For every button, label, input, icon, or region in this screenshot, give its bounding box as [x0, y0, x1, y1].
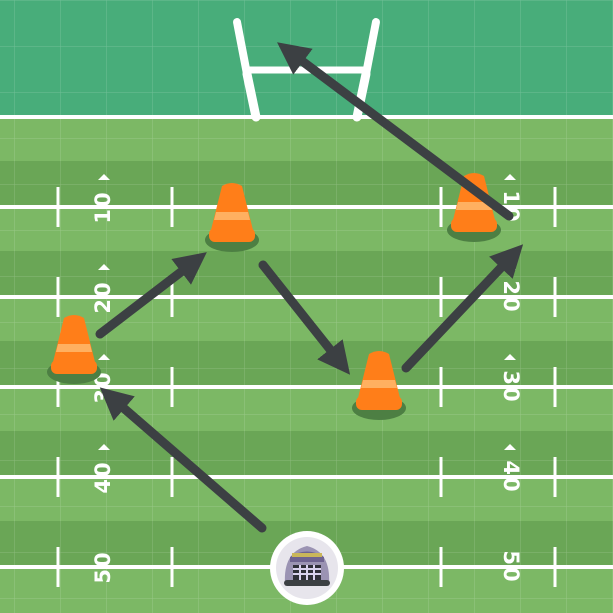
route-arrows [95, 42, 524, 533]
route-arrow-2 [95, 252, 207, 339]
cone-2[interactable] [205, 183, 259, 252]
cone-1[interactable] [47, 315, 101, 384]
hash-marks [56, 187, 557, 587]
right-yard-number-20: 20 [499, 280, 523, 313]
left-yard-number-10: 10 [91, 190, 115, 223]
left-yard-number-40: 40 [91, 460, 115, 493]
route-arrow-1 [99, 387, 267, 533]
cone-3[interactable] [352, 351, 406, 420]
right-yard-numbers: 10 20 30 40 50 [499, 190, 523, 583]
route-arrow-4 [401, 244, 524, 373]
right-yard-number-50: 50 [499, 550, 523, 583]
football-helmet-icon [284, 546, 330, 586]
route-arrow-5 [277, 42, 514, 221]
player-token[interactable] [270, 531, 344, 605]
route-arrow-3 [258, 260, 351, 375]
left-yard-number-50: 50 [91, 550, 115, 583]
left-yard-number-20: 20 [91, 280, 115, 313]
right-yard-number-30: 30 [499, 370, 523, 403]
right-yard-number-40: 40 [499, 460, 523, 493]
